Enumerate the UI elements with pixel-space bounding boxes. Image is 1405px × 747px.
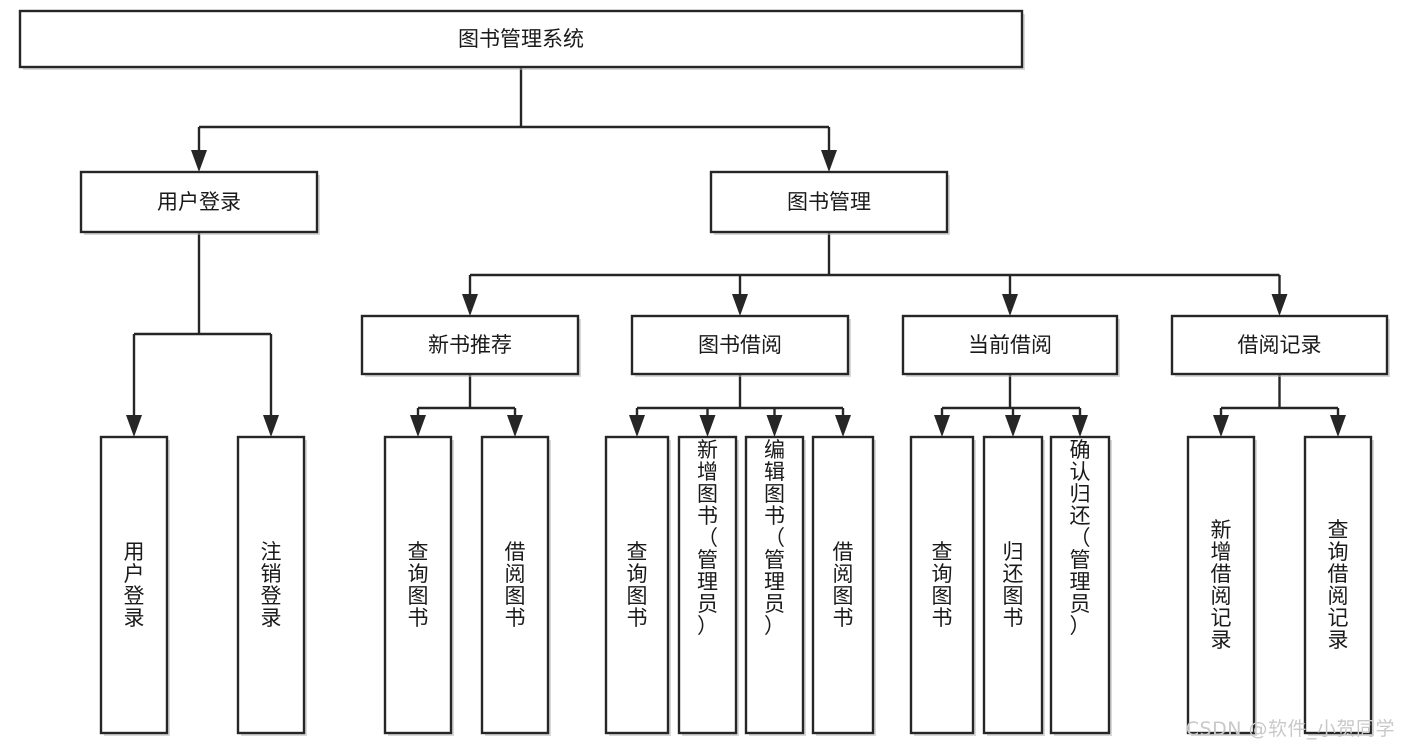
node-label-leaf-query-book-borrow: 查询图书	[627, 540, 648, 630]
node-label-leaf-add-book-admin: 新增图书（管理员）	[697, 438, 718, 638]
arrow-head-icon	[126, 415, 142, 437]
arrow-head-icon	[629, 415, 645, 437]
node-borrow-record[interactable]: 借阅记录	[1170, 314, 1390, 377]
node-label-leaf-return-book: 归还图书	[1003, 540, 1024, 630]
connector-layer	[126, 67, 1346, 437]
arrow-head-icon	[934, 415, 950, 437]
node-label-borrow-record: 借阅记录	[1238, 333, 1322, 357]
node-leaf-edit-book-admin[interactable]: 编辑图书（管理员）	[744, 435, 806, 736]
arrow-head-icon	[462, 294, 478, 316]
csdn-watermark: CSDN @软件_小贺同学	[1185, 718, 1395, 740]
node-label-leaf-user-logout: 注销登录	[261, 540, 282, 630]
node-label-leaf-add-borrow-record: 新增借阅记录	[1211, 518, 1232, 652]
arrow-head-icon	[1330, 415, 1346, 437]
node-label-leaf-confirm-return-admin: 确认归还（管理员）	[1070, 438, 1091, 638]
node-label-leaf-query-book-current: 查询图书	[932, 540, 953, 630]
node-root-root[interactable]: 图书管理系统	[18, 9, 1025, 70]
node-label-user-login: 用户登录	[157, 190, 241, 214]
node-leaf-add-book-admin[interactable]: 新增图书（管理员）	[677, 435, 739, 736]
arrow-head-icon	[766, 415, 783, 437]
arrow-head-icon	[821, 150, 837, 172]
node-label-book-borrow: 图书借阅	[698, 333, 782, 357]
arrow-head-icon	[1213, 415, 1229, 437]
arrow-head-icon	[507, 415, 523, 437]
arrow-head-icon	[835, 415, 851, 437]
node-leaf-user-logout[interactable]: 注销登录	[236, 435, 307, 736]
node-label-root: 图书管理系统	[458, 27, 584, 51]
node-leaf-borrow-book-recommend[interactable]: 借阅图书	[480, 435, 551, 736]
arrow-head-icon	[191, 150, 207, 172]
node-label-leaf-query-book-recommend: 查询图书	[408, 540, 429, 630]
node-leaf-add-borrow-record[interactable]: 新增借阅记录	[1186, 435, 1257, 736]
node-leaf-user-login[interactable]: 用户登录	[99, 435, 170, 736]
node-label-book-manage: 图书管理	[787, 190, 871, 214]
node-leaf-query-book-current[interactable]: 查询图书	[909, 435, 976, 736]
arrow-head-icon	[1271, 294, 1288, 316]
arrow-head-icon	[732, 294, 748, 316]
node-book-manage[interactable]: 图书管理	[709, 170, 950, 235]
node-label-leaf-borrow-book-recommend: 借阅图书	[505, 540, 526, 630]
node-leaf-return-book[interactable]: 归还图书	[982, 435, 1045, 736]
node-layer: 图书管理系统用户登录图书管理新书推荐图书借阅当前借阅借阅记录用户登录注销登录查询…	[18, 9, 1390, 736]
node-leaf-confirm-return-admin[interactable]: 确认归还（管理员）	[1049, 435, 1112, 736]
arrow-head-icon	[1072, 415, 1088, 437]
arrow-head-icon	[699, 415, 716, 437]
node-leaf-borrow-book[interactable]: 借阅图书	[811, 435, 876, 736]
node-new-book-recommend[interactable]: 新书推荐	[360, 314, 581, 377]
node-leaf-query-book-recommend[interactable]: 查询图书	[383, 435, 454, 736]
arrow-head-icon	[1005, 415, 1021, 437]
node-label-leaf-edit-book-admin: 编辑图书（管理员）	[764, 438, 785, 638]
node-label-leaf-user-login: 用户登录	[124, 540, 145, 630]
node-label-current-borrow: 当前借阅	[968, 333, 1052, 357]
node-label-new-book-recommend: 新书推荐	[428, 333, 512, 357]
node-label-leaf-query-borrow-record: 查询借阅记录	[1328, 518, 1349, 652]
node-user-login[interactable]: 用户登录	[79, 170, 320, 235]
node-label-leaf-borrow-book: 借阅图书	[833, 540, 854, 630]
node-leaf-query-book-borrow[interactable]: 查询图书	[604, 435, 671, 736]
node-leaf-query-borrow-record[interactable]: 查询借阅记录	[1303, 435, 1374, 736]
node-book-borrow[interactable]: 图书借阅	[630, 314, 851, 377]
arrow-head-icon	[263, 415, 279, 437]
arrow-head-icon	[1002, 294, 1018, 316]
arrow-head-icon	[410, 415, 426, 437]
node-current-borrow[interactable]: 当前借阅	[901, 314, 1120, 377]
